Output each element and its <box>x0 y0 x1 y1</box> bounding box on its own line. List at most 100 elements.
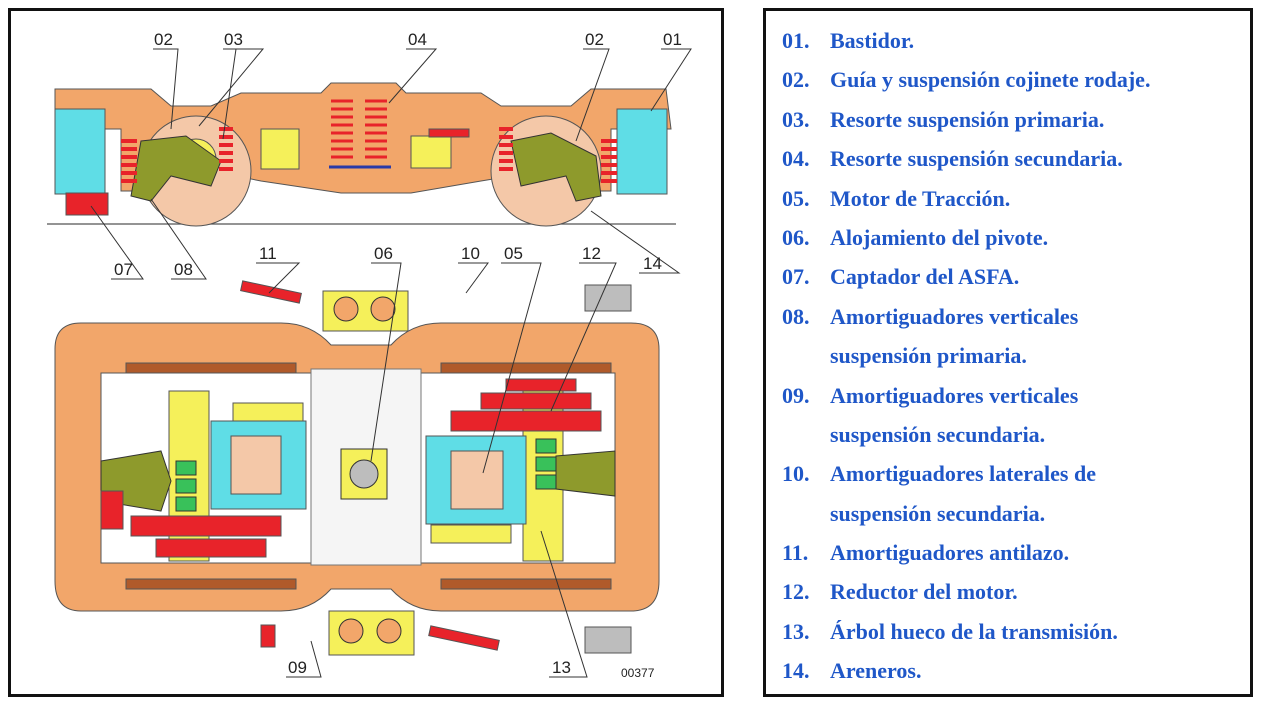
right-olive-guide <box>555 450 616 497</box>
callout-07: 07 <box>114 260 133 279</box>
legend-item-text: Reductor del motor. <box>830 579 1018 605</box>
legend-item-text: Guía y suspensión cojinete rodaje. <box>830 67 1151 93</box>
legend-list: 01. Bastidor. 02. Guía y suspensión cojinet… <box>782 21 1150 691</box>
legend-item: 11. Amortiguadores antilazo. <box>782 533 1150 572</box>
legend-item: 13.Árbol hueco de la transmisión. <box>782 612 1150 651</box>
legend-item: 04.Resorte suspensión secundaria. <box>782 139 1150 178</box>
legend-item-number: 03. <box>782 106 810 132</box>
axle-bar-br <box>440 578 612 590</box>
top-seat-ring-2 <box>370 296 396 322</box>
legend-item-text: Amortiguadores antilazo. <box>830 540 1070 566</box>
sander-bottom <box>584 626 632 654</box>
top-seat-ring-1 <box>333 296 359 322</box>
legend-item-number: 10. <box>782 461 810 487</box>
yaw-damper-bottom <box>428 625 500 651</box>
callout-01: 01 <box>663 30 682 49</box>
legend-item: 03. Resorte suspensión primaria. <box>782 100 1150 139</box>
legend-item-text: Amortiguadores laterales de <box>830 461 1096 487</box>
side-view <box>47 82 676 227</box>
side-red-bar <box>428 128 470 138</box>
callout-03: 03 <box>224 30 243 49</box>
primary-springs <box>121 127 617 183</box>
callout-09: 09 <box>288 658 307 677</box>
legend-item-continuation: suspensión primaria. <box>830 343 1027 369</box>
legend-item-text: Alojamiento del pivote. <box>830 224 1049 250</box>
callout-02-right: 02 <box>585 30 604 49</box>
right-guide-arm <box>510 132 602 202</box>
legend-item: 08. Amortiguadores verticales <box>782 297 1150 336</box>
legend-item-text: Resorte suspensión secundaria. <box>830 146 1123 172</box>
right-reducer-2 <box>480 392 592 410</box>
legend-item: 07. Captador del ASFA. <box>782 257 1150 296</box>
axle-bar-bl <box>125 578 297 590</box>
left-end-box <box>54 108 106 195</box>
legend-item-text: Areneros. <box>830 658 922 684</box>
legend-item-number: 01. <box>782 28 810 53</box>
legend-item-text: Árbol hueco de la transmisión. <box>830 618 1118 644</box>
legend-item-number: 14. <box>782 658 810 684</box>
axle-bar-tr <box>440 362 612 374</box>
legend-item-number: 09. <box>782 382 810 408</box>
callout-13: 13 <box>552 658 571 677</box>
leader-lines <box>90 48 692 678</box>
legend-item-text: Bastidor. <box>830 28 915 53</box>
pivot-ring <box>349 459 379 489</box>
left-motor-top-bar <box>232 402 304 422</box>
callout-numbers: 02 03 04 02 01 07 08 14 11 06 10 05 12 0… <box>114 30 682 680</box>
right-green-1 <box>535 438 557 454</box>
legend-item-text: Amortiguadores verticales <box>830 382 1079 408</box>
legend-item-number: 02. <box>782 67 810 93</box>
legend-item-number: 06. <box>782 224 810 250</box>
asfa-sensor <box>65 192 109 216</box>
callout-05: 05 <box>504 244 523 263</box>
left-motor-core <box>230 435 282 495</box>
axle-bar-tl <box>125 362 297 374</box>
callout-04: 04 <box>408 30 427 49</box>
left-green-2 <box>175 478 197 494</box>
right-motor-core <box>450 450 504 510</box>
bogie-diagram-panel: 02 03 04 02 01 07 08 14 11 06 10 05 12 0… <box>8 8 724 697</box>
legend-item: 05. Motor de Tracción. <box>782 179 1150 218</box>
callout-06: 06 <box>374 244 393 263</box>
legend-item-number: 07. <box>782 264 810 290</box>
callout-02-left: 02 <box>154 30 173 49</box>
legend-item-text: Captador del ASFA. <box>830 264 1020 290</box>
callout-11: 11 <box>259 244 277 263</box>
bottom-seat-ring-1 <box>338 618 364 644</box>
sander-top <box>584 284 632 312</box>
legend-item-number: 05. <box>782 185 810 211</box>
left-green-3 <box>175 496 197 512</box>
callout-10: 10 <box>461 244 480 263</box>
side-yellow-part-left <box>260 128 300 170</box>
callout-08: 08 <box>174 260 193 279</box>
legend-item-text: Motor de Tracción. <box>830 185 1011 211</box>
right-end-box <box>616 108 668 195</box>
legend-item-text: Amortiguadores verticales <box>830 303 1079 329</box>
legend-item: 02. Guía y suspensión cojinete rodaje. <box>782 60 1150 99</box>
callout-14: 14 <box>643 254 662 273</box>
left-reducer-2 <box>155 538 267 558</box>
legend-item: 01. Bastidor. <box>782 21 1150 60</box>
bottom-seat-ring-2 <box>376 618 402 644</box>
yaw-damper-top <box>240 280 302 304</box>
secondary-springs <box>331 99 387 159</box>
right-reducer-3 <box>505 378 577 392</box>
legend-panel: 01. Bastidor. 02. Guía y suspensión cojinet… <box>763 8 1253 697</box>
legend-item-number: 08. <box>782 303 810 329</box>
vertical-damper-bottom <box>260 624 276 648</box>
right-green-2 <box>535 456 557 472</box>
right-reducer-1 <box>450 410 602 432</box>
legend-item: 06. Alojamiento del pivote. <box>782 218 1150 257</box>
figure-code: 00377 <box>621 666 655 680</box>
left-reducer-1 <box>130 515 282 537</box>
legend-item-number: 11. <box>782 540 809 566</box>
legend-item: 09. Amortiguadores verticales <box>782 376 1150 415</box>
legend-item-continuation: suspensión secundaria. <box>830 500 1046 526</box>
callout-12: 12 <box>582 244 601 263</box>
bogie-diagram: 02 03 04 02 01 07 08 14 11 06 10 05 12 0… <box>47 30 692 680</box>
legend-item: 12.Reductor del motor. <box>782 572 1150 611</box>
left-red-part <box>100 490 124 530</box>
legend-item: 14. Areneros. <box>782 651 1150 690</box>
legend-item-text: Resorte suspensión primaria. <box>830 106 1105 132</box>
side-yellow-part-right <box>410 135 452 169</box>
